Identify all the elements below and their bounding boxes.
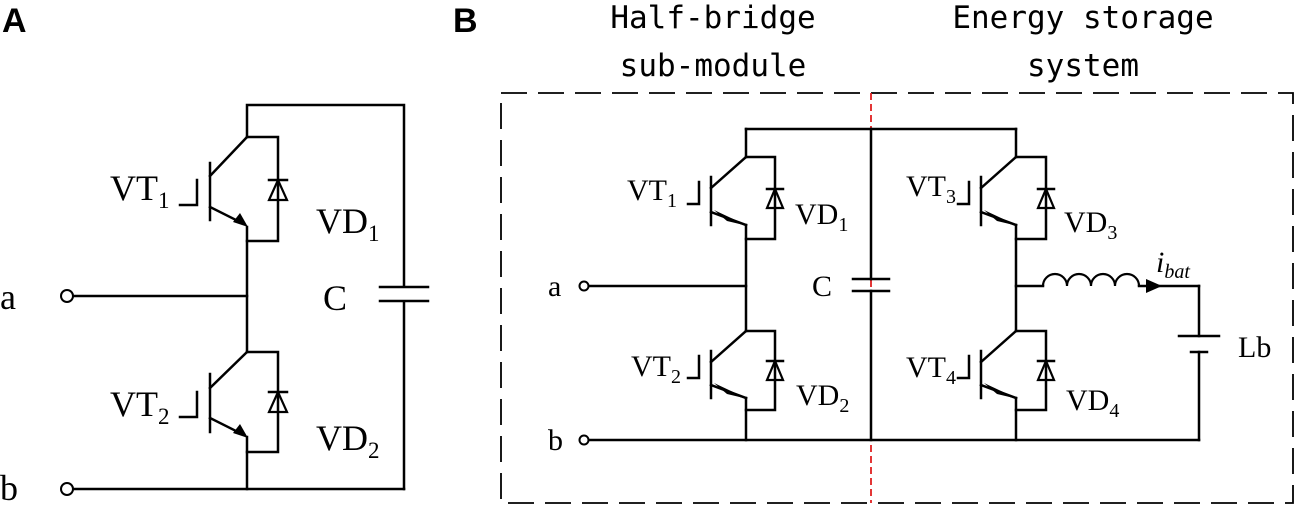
panel-a-vd2-diode [267, 389, 289, 414]
panel-b-vt3-igbt [956, 155, 1056, 241]
panel-b-vd2-diode [765, 358, 785, 382]
panel-b-vd4-label: VD4 [1066, 384, 1119, 422]
panel-label-a: A [2, 2, 27, 40]
panel-b-inductor [1041, 272, 1141, 287]
panel-b-current-arrow [1146, 279, 1162, 293]
panel-b-vd3-label: VD3 [1064, 206, 1117, 244]
panel-b-vt2-igbt [686, 329, 785, 412]
panel-b-vd1-label: VD1 [795, 198, 848, 236]
panel-b-terminal-a-node [578, 280, 590, 292]
panel-b-vt1-label: VT1 [627, 174, 677, 212]
panel-b-vt4-igbt [956, 329, 1056, 412]
panel-b-enclosure [500, 92, 1294, 504]
panel-a-vt2-igbt [178, 350, 289, 454]
panel-a-vd2-label: VD2 [316, 418, 380, 463]
section-title-half-bridge-line2: sub-module [620, 48, 807, 84]
panel-a-terminal-b-node [60, 482, 74, 496]
panel-a-terminal-a-node [60, 289, 74, 303]
panel-label-b: B [453, 2, 478, 40]
panel-a-terminal-a-label: a [0, 277, 16, 317]
panel-b-vd3-diode [1036, 186, 1056, 210]
panel-b-vt2-label: VT2 [631, 350, 681, 388]
panel-a-vd1-label: VD1 [316, 201, 380, 246]
panel-a-vt1-igbt [178, 135, 289, 243]
panel-b-vt4-label: VT4 [906, 351, 956, 389]
panel-a-top-rail [245, 103, 406, 287]
panel-b-battery-label: Lb [1238, 331, 1271, 364]
section-title-energy-storage-line1: Energy storage [952, 0, 1213, 36]
panel-b-vd4-diode [1036, 358, 1056, 382]
section-title-energy-storage-line2: system [1027, 48, 1139, 84]
panel-b-terminal-b-node [578, 434, 590, 446]
panel-a-terminal-b-label: b [0, 468, 18, 506]
panel-a-vd1-diode [267, 177, 289, 202]
panel-b-capacitor [851, 277, 891, 293]
panel-a-circuit [60, 103, 430, 496]
panel-b-battery [1177, 334, 1221, 354]
panel-a-capacitor-label: C [323, 278, 347, 318]
panel-b-terminal-b-label: b [548, 424, 563, 457]
panel-b-vd1-diode [765, 186, 785, 210]
panel-b-vd2-label: VD2 [796, 379, 849, 417]
panel-b-vt1-igbt [686, 155, 785, 241]
panel-b-current-label: ibat [1156, 246, 1190, 283]
panel-a-vt1-label: VT1 [110, 168, 170, 213]
section-title-half-bridge-line1: Half-bridge [610, 0, 815, 36]
panel-b-vt3-label: VT3 [906, 170, 956, 208]
panel-a-capacitor [378, 285, 430, 303]
panel-b-terminal-a-label: a [548, 270, 561, 303]
panel-b-circuit [578, 127, 1221, 446]
panel-a-vt2-label: VT2 [110, 384, 170, 429]
panel-b-capacitor-label: C [812, 270, 832, 303]
